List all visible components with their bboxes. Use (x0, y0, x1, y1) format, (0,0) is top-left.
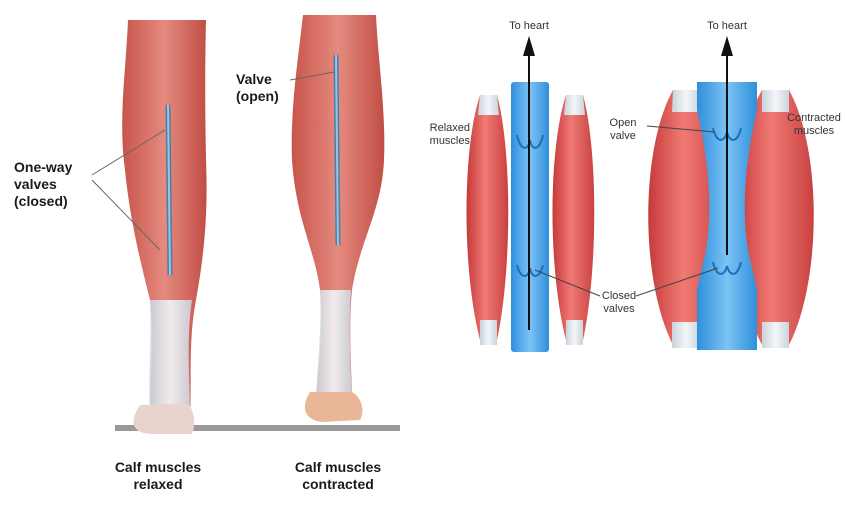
label-closed-valves: Closed valves (596, 290, 642, 316)
leg-relaxed (122, 20, 206, 434)
label-contracted-muscles: Contracted muscles (783, 112, 845, 138)
label-closed-valves-line2: valves (596, 303, 642, 316)
label-one-way-line2: valves (14, 176, 72, 193)
label-valve-line1: Valve (236, 71, 279, 88)
label-valve-open: Valve (open) (236, 71, 279, 105)
arrow-up-relaxed (523, 36, 535, 56)
label-valve-line2: (open) (236, 88, 279, 105)
label-relaxed-muscles-line1: Relaxed (404, 122, 470, 135)
vein-relaxed-group (467, 36, 595, 352)
muscle-left-relaxed (467, 95, 509, 340)
label-open-valve-line2: valve (600, 130, 646, 143)
arrow-up-contracted (721, 36, 733, 56)
label-calf-relaxed-line2: relaxed (102, 476, 214, 493)
label-open-valve: Open valve (600, 117, 646, 143)
label-calf-relaxed-line1: Calf muscles (102, 459, 214, 476)
label-to-heart-left: To heart (489, 20, 569, 33)
label-open-valve-line1: Open (600, 117, 646, 130)
label-to-heart-right: To heart (687, 20, 767, 33)
label-one-way-line1: One-way (14, 159, 72, 176)
label-closed-valves-line1: Closed (596, 290, 642, 303)
label-contracted-muscles-line1: Contracted (783, 112, 845, 125)
label-calf-contracted: Calf muscles contracted (282, 459, 394, 493)
label-calf-contracted-line2: contracted (282, 476, 394, 493)
label-calf-contracted-line1: Calf muscles (282, 459, 394, 476)
vein-contracted-group (648, 36, 814, 350)
label-one-way-valves: One-way valves (closed) (14, 159, 72, 210)
label-calf-relaxed: Calf muscles relaxed (102, 459, 214, 493)
leg-contracted (292, 15, 385, 422)
label-relaxed-muscles-line2: muscles (404, 135, 470, 148)
label-contracted-muscles-line2: muscles (783, 125, 845, 138)
label-one-way-line3: (closed) (14, 193, 72, 210)
muscle-right-relaxed (553, 95, 595, 340)
label-relaxed-muscles: Relaxed muscles (404, 122, 470, 148)
